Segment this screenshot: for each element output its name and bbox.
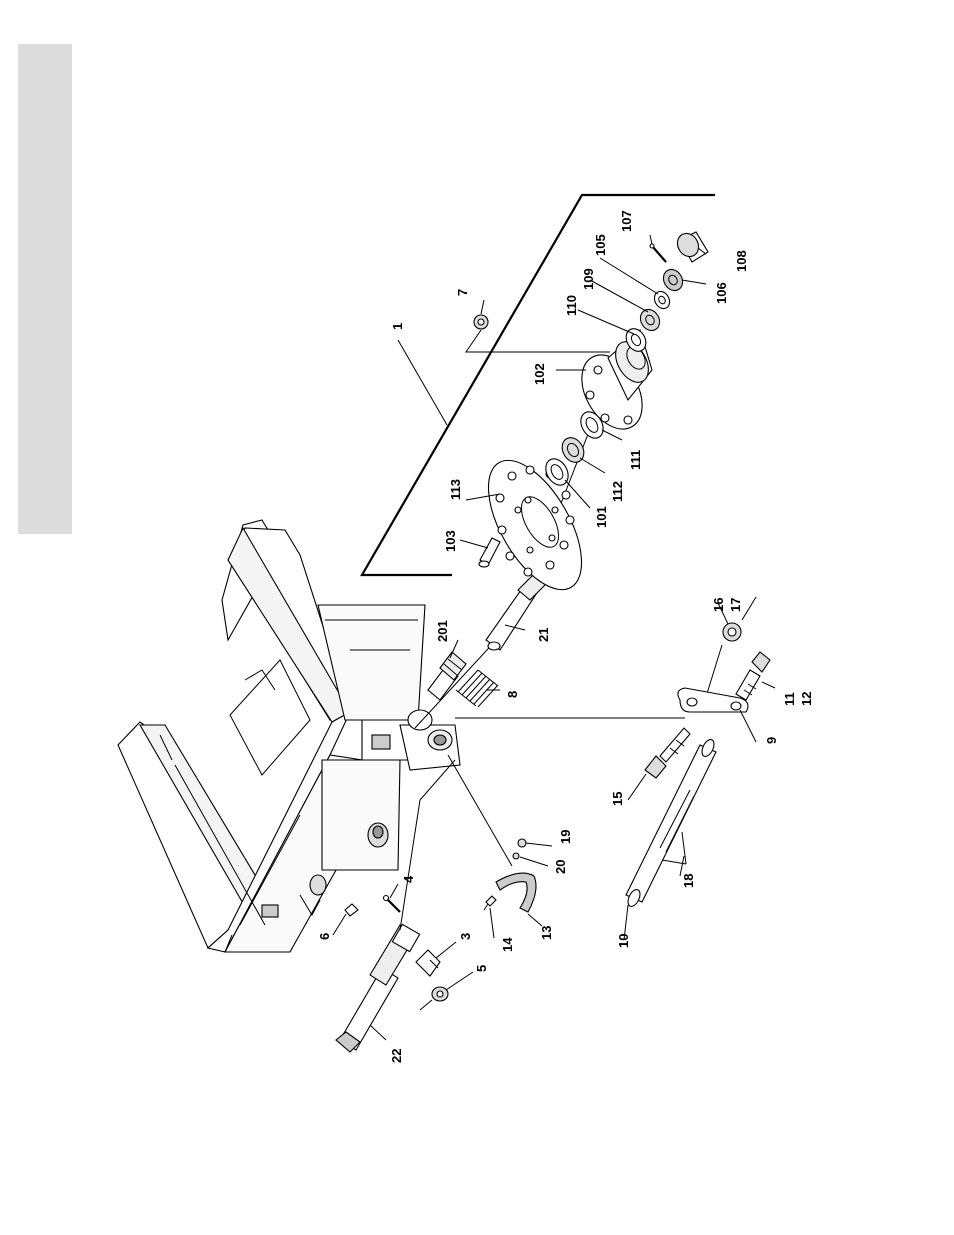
label-17: 17 — [728, 598, 743, 612]
label-101: 101 — [594, 506, 609, 528]
label-107: 107 — [619, 210, 634, 232]
label-20: 20 — [553, 860, 568, 874]
label-18: 18 — [681, 874, 696, 888]
part-11-12-bolt — [736, 652, 770, 700]
label-4: 4 — [401, 875, 416, 883]
label-5: 5 — [474, 965, 489, 972]
part-10-rod — [626, 738, 717, 909]
label-8: 8 — [505, 691, 520, 698]
part-9-link-plate — [455, 688, 748, 718]
part-13-clip — [448, 755, 536, 912]
label-7: 7 — [455, 289, 470, 296]
label-21: 21 — [536, 628, 551, 642]
label-19: 19 — [558, 830, 573, 844]
part-112-bearing-cone — [558, 434, 588, 467]
label-15: 15 — [610, 792, 625, 806]
part-103-stud — [479, 538, 500, 567]
label-110: 110 — [564, 295, 579, 316]
label-11: 11 — [782, 692, 797, 706]
label-9: 9 — [764, 737, 779, 744]
label-3: 3 — [458, 933, 473, 940]
label-12: 12 — [799, 692, 814, 706]
label-103: 103 — [443, 530, 458, 552]
part-8-spring — [456, 670, 498, 707]
label-108: 108 — [734, 250, 749, 272]
label-102: 102 — [532, 363, 547, 385]
label-109: 109 — [581, 268, 596, 290]
label-14: 14 — [500, 937, 515, 952]
label-13: 13 — [539, 926, 554, 940]
label-106: 106 — [714, 282, 729, 304]
label-105: 105 — [593, 234, 608, 256]
part-107-cotter-pin — [650, 244, 666, 262]
label-201: 201 — [435, 620, 450, 642]
part-3-5-fittings — [416, 950, 448, 1010]
label-112: 112 — [610, 481, 625, 502]
part-108-dust-cap — [673, 230, 708, 262]
label-6: 6 — [317, 933, 332, 940]
label-10: 10 — [616, 934, 631, 948]
part-109-bearing-cone — [637, 306, 664, 334]
label-113: 113 — [448, 479, 463, 500]
main-frame — [118, 520, 425, 952]
label-16: 16 — [711, 598, 726, 612]
label-1: 1 — [390, 323, 405, 330]
part-4-6-pin — [345, 896, 400, 917]
part-7-nut — [466, 315, 610, 352]
label-22: 22 — [389, 1049, 404, 1063]
part-15-set-screw — [645, 728, 690, 778]
label-111: 111 — [628, 450, 643, 470]
